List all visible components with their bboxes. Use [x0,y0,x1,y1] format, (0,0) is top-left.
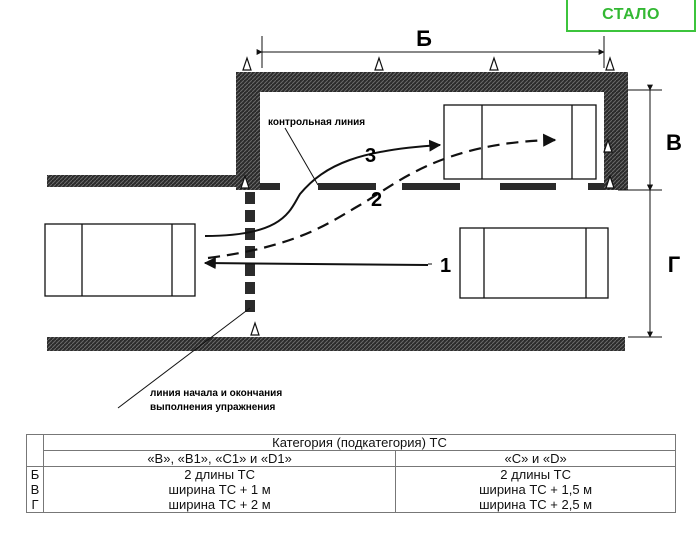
path-number-3: 3 [365,145,376,167]
dimension-label-b: Б [416,26,432,51]
road-bottom-border [47,337,625,351]
cone-icon [605,56,615,71]
trajectory-3 [204,139,442,237]
table-cell: 2 длины ТС [500,467,571,482]
row-letter: Б [30,467,40,482]
box-top-wall [236,72,628,92]
cone-icon [489,56,499,71]
badge-label: СТАЛО [602,6,660,23]
dimensions-table: Категория (подкатегория) ТС «B», «B1», «… [26,434,676,513]
table-col1-header: «B», «B1», «C1» и «D1» [42,450,397,467]
cone-icon [250,321,260,336]
table-cell: 2 длины ТС [184,467,255,482]
table-cell: ширина ТС + 1,5 м [479,482,593,497]
table-col2-header: «C» и «D» [395,450,676,467]
road-top-border [47,175,245,187]
control-line-label: контрольная линия [268,117,365,128]
box-right-wall [604,72,628,190]
status-badge: СТАЛО [566,0,696,32]
dimension-label-v: В [666,130,682,155]
table-col2-values: 2 длины ТС ширина ТС + 1,5 м ширина ТС +… [395,466,676,513]
table-cell: ширина ТС + 2,5 м [479,497,593,512]
start-line-leader [117,307,251,409]
parking-exercise-diagram: Б В Г 1 2 3 контрольная линия линия нача… [44,26,682,413]
dimension-right [618,84,662,338]
cone-icon [605,174,615,189]
trajectory-1 [203,257,429,270]
box-bottom-dashed-line [260,183,604,190]
table-cell: ширина ТС + 1 м [168,482,271,497]
table-cell: ширина ТС + 2 м [168,497,271,512]
cone-icon [603,138,613,153]
trajectory-2 [207,133,557,260]
cone-markers [240,56,615,336]
table-col1-values: 2 длины ТС ширина ТС + 1 м ширина ТС + 2… [42,466,397,513]
cone-icon [374,56,384,71]
start-line-label-1: линия начала и окончания [150,388,282,399]
table-header: Категория (подкатегория) ТС [43,434,676,451]
cone-icon [240,174,250,189]
row-letter: Г [31,497,39,512]
control-line-leader [284,127,319,186]
path-number-2: 2 [371,189,382,211]
car-left [44,223,196,297]
dimension-label-g: Г [668,252,681,277]
dimension-top [256,36,605,68]
row-letter: В [30,482,40,497]
table-row-letters: Б В Г [26,466,44,513]
path-number-1: 1 [440,255,451,277]
car-in-box [443,104,597,180]
table-corner [26,434,44,467]
start-line-label-2: выполнения упражнения [150,402,275,413]
cone-icon [242,56,252,71]
car-right [459,227,609,299]
